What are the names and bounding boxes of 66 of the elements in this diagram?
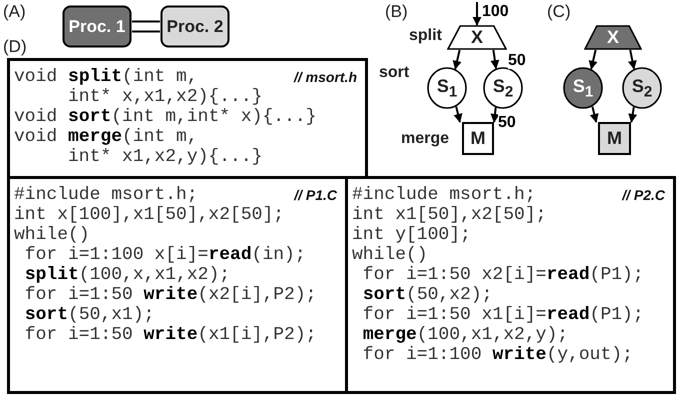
task-circle xyxy=(483,67,523,109)
arrow xyxy=(628,107,638,123)
code-line: #include msort.h; xyxy=(14,185,198,205)
node-label: X xyxy=(470,27,483,48)
code-panel xyxy=(345,176,676,394)
code-line: void sort(int m,int* x){...} xyxy=(14,107,316,127)
file-comment: // msort.h xyxy=(294,69,357,85)
split-trapezoid xyxy=(447,25,507,50)
node-label: M xyxy=(607,128,622,149)
function-name: merge xyxy=(401,130,450,148)
code-line: for i=1:50 write(x1[i],P2); xyxy=(24,325,316,345)
task-circle xyxy=(563,67,603,109)
code-line: int* x1,x2,y){...} xyxy=(67,147,262,167)
file-comment: // P2.C xyxy=(622,187,665,203)
code-line: split(100,x,x1,x2); xyxy=(24,265,230,285)
code-line: void split(int m, xyxy=(14,67,198,87)
code-line: int x1[50],x2[50]; xyxy=(352,205,546,225)
arrow xyxy=(588,50,598,70)
code-line: for i=1:100 x[i]=read(in); xyxy=(24,245,306,265)
panel-label: (C) xyxy=(547,2,571,22)
code-line: int* x,x1,x2){...} xyxy=(67,87,262,107)
process-box xyxy=(62,5,132,48)
double-line xyxy=(131,20,161,32)
arrow xyxy=(472,2,482,26)
edge-label: 50 xyxy=(508,52,526,69)
node-label: M xyxy=(470,128,486,149)
function-name: sort xyxy=(379,64,410,82)
code-panel xyxy=(7,58,368,179)
arrow xyxy=(452,50,462,70)
node-label: Proc. 2 xyxy=(166,16,224,36)
arrow xyxy=(628,50,637,70)
node-label: X xyxy=(606,27,619,48)
panel-label: (D) xyxy=(3,37,27,57)
code-line: sort(50,x1); xyxy=(24,305,154,325)
arrow xyxy=(490,50,500,70)
node-label: S$_{1}$ xyxy=(436,76,458,100)
arrow xyxy=(590,106,599,123)
code-line: for i=1:50 write(x2[i],P2); xyxy=(24,285,316,305)
function-name: split xyxy=(409,27,442,45)
panel-label: (A) xyxy=(3,2,26,22)
arrow xyxy=(490,107,500,123)
code-line: #include msort.h; xyxy=(352,185,536,205)
node-label: S$_{2}$ xyxy=(492,76,514,100)
code-line: for i=1:50 x2[i]=read(P1); xyxy=(362,265,644,285)
code-line: int x[100],x1[50],x2[50]; xyxy=(14,205,284,225)
code-line: for i=1:50 x1[i]=read(P1); xyxy=(362,305,644,325)
code-panel xyxy=(7,176,348,394)
node-label: S$_{1}$ xyxy=(572,76,594,100)
panel-label: (B) xyxy=(385,2,408,22)
split-trapezoid xyxy=(584,25,642,50)
node-label: S$_{2}$ xyxy=(632,76,652,100)
task-circle xyxy=(427,67,467,109)
process-box xyxy=(160,5,230,48)
merge-box xyxy=(462,122,494,155)
code-line: while() xyxy=(14,225,90,245)
code-line: sort(50,x2); xyxy=(362,285,492,305)
node-label: Proc. 1 xyxy=(68,16,126,36)
file-comment: // P1.C xyxy=(294,187,337,203)
code-line: for i=1:100 write(y,out); xyxy=(362,345,633,365)
code-line: merge(100,x1,x2,y); xyxy=(362,325,568,345)
arrow xyxy=(454,106,462,123)
code-line: void merge(int m, xyxy=(14,127,198,147)
task-circle xyxy=(622,67,662,109)
code-line: int y[100]; xyxy=(352,225,471,245)
merge-box xyxy=(598,122,631,155)
code-line: while() xyxy=(352,245,428,265)
